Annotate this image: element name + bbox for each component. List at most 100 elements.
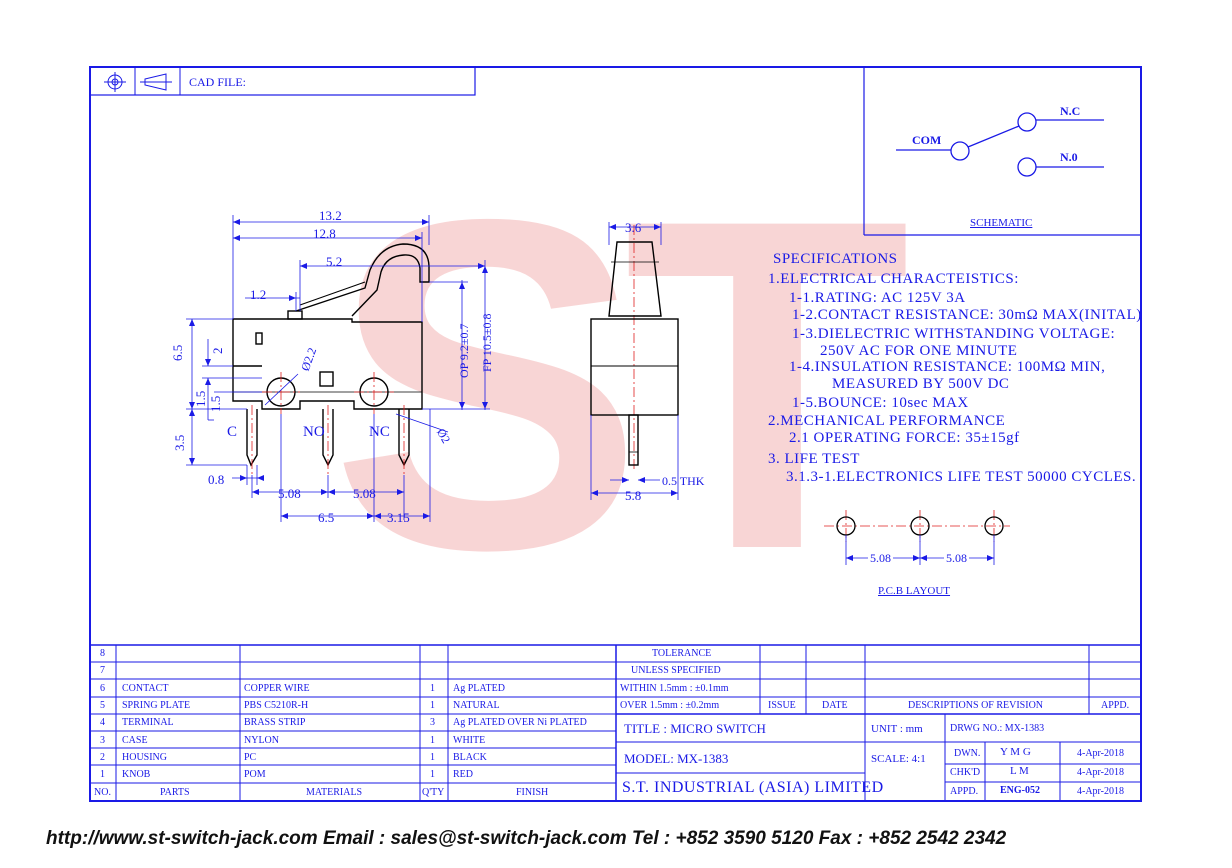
pcb-layout [824, 510, 1010, 565]
bom-finish: Ag PLATED OVER Ni PLATED [453, 717, 587, 728]
bom-header-qty: Q'TY [422, 787, 445, 798]
revision-header: DESCRIPTIONS OF REVISION [908, 700, 1044, 711]
bom-part: CONTACT [122, 683, 169, 694]
dim-fp: FP 10.5±0.8 [480, 313, 494, 373]
bom-material: NYLON [244, 735, 279, 746]
bom-material: POM [244, 769, 266, 780]
bom-header-materials: MATERIALS [306, 787, 363, 798]
dim-0-8: 0.8 [208, 472, 225, 487]
schematic-symbol [896, 112, 1104, 177]
bom-header-parts: PARTS [160, 787, 190, 798]
dim-1-5a: 1.5 [193, 390, 208, 407]
bom-qty: 1 [430, 769, 435, 780]
bom-material: COPPER WIRE [244, 683, 310, 694]
spec-line: 2.MECHANICAL PERFORMANCE [768, 413, 1006, 429]
dim-5-8: 5.8 [625, 488, 642, 503]
chkd-date: 4-Apr-2018 [1077, 767, 1125, 778]
dim-1-5b: 1.5 [208, 395, 223, 412]
pin-no: NO [303, 424, 325, 440]
appd-label: APPD. [950, 786, 979, 797]
bom-part: KNOB [122, 769, 151, 780]
pin-nc: NC [369, 424, 390, 440]
tolerance-within: WITHIN 1.5mm : ±0.1mm [620, 683, 729, 694]
bom-part: CASE [122, 735, 148, 746]
bom-qty: 1 [430, 735, 435, 746]
spec-title: SPECIFICATIONS [773, 251, 898, 267]
bom-material: PBS C5210R-H [244, 700, 309, 711]
spec-line: 2.1 OPERATING FORCE: 35±15gf [789, 430, 1020, 446]
footer-contact: http://www.st-switch-jack.com Email : sa… [46, 828, 1007, 849]
dwn-date: 4-Apr-2018 [1077, 748, 1125, 759]
bom-header-no: NO. [94, 787, 111, 798]
schematic-no: N.0 [1060, 150, 1078, 164]
drawing-number: DRWG NO.: MX-1383 [950, 723, 1045, 734]
schematic-caption: SCHEMATIC [970, 217, 1033, 229]
pcb-caption: P.C.B LAYOUT [878, 585, 951, 597]
spec-line: 3.1.3-1.ELECTRONICS LIFE TEST 50000 CYCL… [786, 469, 1137, 485]
company-name: S.T. INDUSTRIAL (ASIA) LIMITED [622, 779, 884, 796]
bom-finish: Ag PLATED [453, 683, 505, 694]
bom-no: 2 [100, 752, 105, 763]
tolerance-title: TOLERANCE [652, 648, 712, 659]
schematic-com: COM [912, 133, 942, 147]
dim-5-2: 5.2 [326, 254, 343, 269]
dim-3-6: 3.6 [625, 220, 642, 235]
bom-finish: RED [453, 769, 473, 780]
side-view [590, 241, 679, 466]
chkd-label: CHK'D [950, 767, 981, 778]
dim-thk: 0.5 THK [662, 474, 705, 488]
bom-no: 5 [100, 700, 105, 711]
pin-c: C [227, 424, 238, 440]
date-header: DATE [822, 700, 848, 711]
bom-part: TERMINAL [122, 717, 174, 728]
dim-3-15: 3.15 [387, 510, 410, 525]
bom-qty: 1 [430, 683, 435, 694]
bom-qty: 1 [430, 752, 435, 763]
projection-symbol-icon [104, 72, 172, 92]
tolerance-subtitle: UNLESS SPECIFIED [631, 665, 721, 676]
chkd-name: L M [1010, 765, 1029, 777]
cad-file-label: CAD FILE: [189, 75, 246, 89]
bom-no: 8 [100, 648, 105, 659]
pcb-dim-1: 5.08 [868, 551, 893, 566]
spec-line: 1-2.CONTACT RESISTANCE: 30mΩ MAX(INITAL) [792, 307, 1142, 323]
spec-line: 1-5.BOUNCE: 10sec MAX [792, 395, 969, 411]
appd-date: 4-Apr-2018 [1077, 786, 1125, 797]
spec-line: 250V AC FOR ONE MINUTE [820, 343, 1018, 359]
drawing-title: TITLE : MICRO SWITCH [624, 721, 766, 736]
appd-name: ENG-052 [1000, 785, 1040, 796]
dim-op: OP 9.2±0.7 [457, 323, 471, 378]
dim-13-2: 13.2 [319, 208, 342, 223]
spec-line: 1-1.RATING: AC 125V 3A [789, 290, 966, 306]
dim-6-5b: 6.5 [318, 510, 335, 525]
bom-finish: WHITE [453, 735, 486, 746]
spec-line: 1-3.DIELECTRIC WITHSTANDING VOLTAGE: [792, 326, 1116, 342]
dim-5-08a: 5.08 [278, 486, 301, 501]
pcb-dim-2: 5.08 [944, 551, 969, 566]
bom-part: SPRING PLATE [122, 700, 191, 711]
watermark: ST [330, 122, 911, 647]
front-view [232, 243, 430, 467]
spec-line: MEASURED BY 500V DC [832, 376, 1010, 392]
bom-qty: 1 [430, 700, 435, 711]
bom-no: 3 [100, 735, 105, 746]
dim-12-8: 12.8 [313, 226, 336, 241]
bom-no: 6 [100, 683, 105, 694]
spec-line: 3. LIFE TEST [768, 451, 860, 467]
bom-no: 4 [100, 717, 105, 728]
model: MODEL: MX-1383 [624, 751, 729, 766]
appd-header: APPD. [1101, 700, 1130, 711]
dim-6-5: 6.5 [170, 344, 185, 361]
unit: UNIT : mm [871, 723, 923, 735]
bom-no: 1 [100, 769, 105, 780]
bom-qty: 3 [430, 717, 435, 728]
tolerance-over: OVER 1.5mm : ±0.2mm [620, 700, 720, 711]
bom-part: HOUSING [122, 752, 167, 763]
schematic-nc: N.C [1060, 104, 1081, 118]
dim-1-2: 1.2 [250, 287, 267, 302]
spec-line: 1.ELECTRICAL CHARACTEISTICS: [768, 271, 1019, 287]
spec-line: 1-4.INSULATION RESISTANCE: 100MΩ MIN, [789, 359, 1106, 375]
scale: SCALE: 4:1 [871, 753, 926, 765]
dim-5-08b: 5.08 [353, 486, 376, 501]
